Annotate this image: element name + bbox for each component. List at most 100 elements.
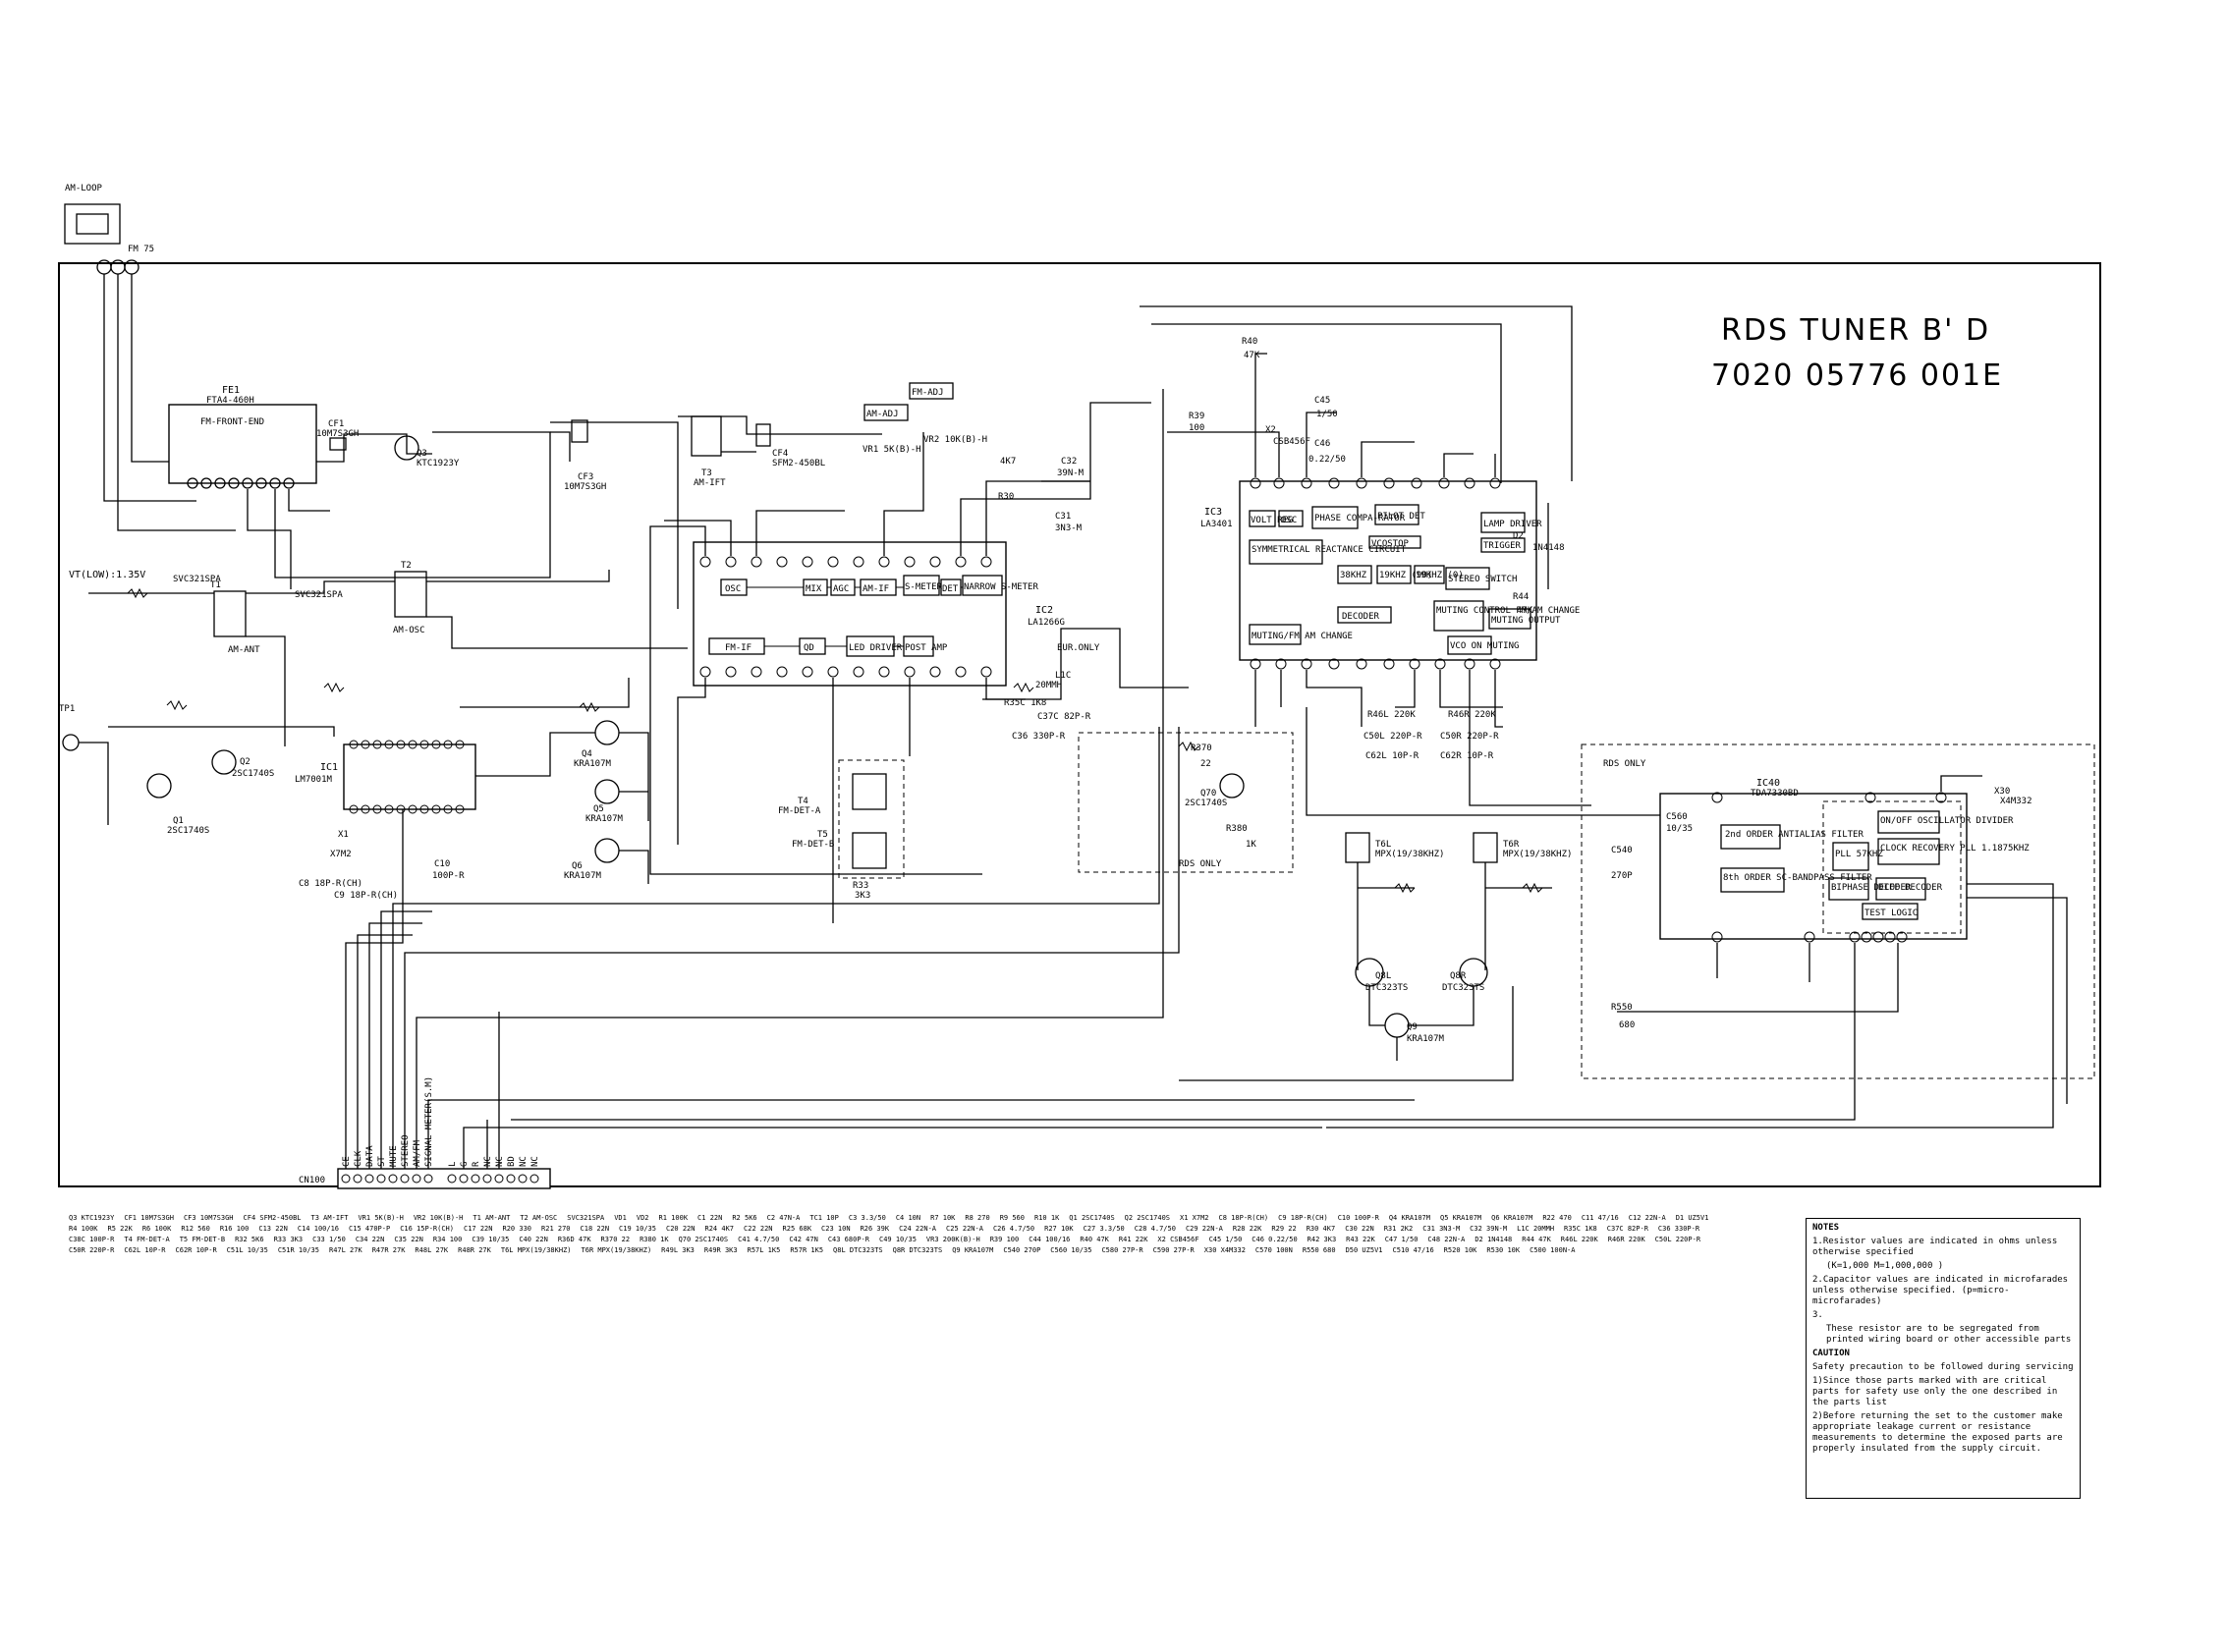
component-ref: C62L 10P-R (124, 1246, 166, 1254)
svg-text:Q70: Q70 (1200, 789, 1216, 798)
svg-text:TRIGGER: TRIGGER (1483, 541, 1522, 551)
svg-text:Q3: Q3 (417, 449, 427, 459)
fe1-name: FM-FRONT-END (200, 417, 264, 427)
rds-only-region-1 (1078, 732, 1294, 873)
component-ref: D1 UZ5V1 (1675, 1214, 1709, 1222)
svg-text:POST AMP: POST AMP (905, 643, 948, 653)
svg-text:MUTING CONTROL FM/AM CHANGE: MUTING CONTROL FM/AM CHANGE (1436, 606, 1580, 616)
svg-text:FM-DET-B: FM-DET-B (792, 840, 834, 850)
svg-text:SIGNAL METER(S.M): SIGNAL METER(S.M) (424, 1076, 434, 1167)
component-ref: R44 47K (1522, 1236, 1551, 1243)
ic1-ref: IC1 (320, 762, 338, 773)
component-ref: R43 22K (1346, 1236, 1375, 1243)
component-ref: Q8L DTC323TS (833, 1246, 883, 1254)
vt-low-label: VT(LOW):1.35V (69, 570, 145, 580)
ic2-ref: IC2 (1035, 605, 1053, 616)
component-ref: R12 560 (181, 1225, 210, 1233)
svg-text:2SC1740S: 2SC1740S (1185, 798, 1227, 808)
svg-text:CSB456F: CSB456F (1273, 437, 1310, 447)
component-ref: C50L 220P-R (1654, 1236, 1701, 1243)
component-ref: R46R 220K (1607, 1236, 1645, 1243)
component-ref: R10 1K (1034, 1214, 1060, 1222)
component-ref: Q6 KRA107M (1491, 1214, 1533, 1222)
component-ref: R4 100K (69, 1225, 98, 1233)
component-ref: C8 18P-R(CH) (1218, 1214, 1269, 1222)
svg-text:C9 18P-R(CH): C9 18P-R(CH) (334, 891, 398, 901)
ic3-part: LA3401 (1200, 520, 1233, 529)
am-adj-label: AM-ADJ (866, 410, 899, 419)
svg-text:10/35: 10/35 (1666, 824, 1693, 834)
component-ref: C31 3N3-M (1422, 1225, 1461, 1233)
component-ref: R35C 1K8 (1564, 1225, 1597, 1233)
ic2-pins (699, 556, 992, 678)
svg-text:MPX(19/38KHZ): MPX(19/38KHZ) (1503, 850, 1572, 859)
svg-text:LED DRIVER: LED DRIVER (849, 643, 903, 653)
component-ref: C12 22N-A (1628, 1214, 1666, 1222)
component-ref: R57L 1K5 (747, 1246, 781, 1254)
component-ref: VR1 5K(B)-H (358, 1214, 404, 1222)
svg-text:SFM2-450BL: SFM2-450BL (772, 459, 825, 468)
svg-text:C62L 10P-R: C62L 10P-R (1365, 751, 1419, 761)
component-ref: R25 68K (782, 1225, 812, 1233)
svg-text:C45: C45 (1314, 396, 1330, 406)
component-ref: C29 22N-A (1185, 1225, 1223, 1233)
notes-panel: NOTES 1.Resistor values are indicated in… (1806, 1218, 2081, 1499)
component-ref: R49L 3K3 (661, 1246, 695, 1254)
component-ref: SVC321SPA (567, 1214, 605, 1222)
svg-text:R370: R370 (1191, 743, 1212, 753)
fm-adj-label: FM-ADJ (912, 388, 944, 398)
component-ref: VR3 200K(B)-H (925, 1236, 980, 1243)
svg-text:OSC: OSC (1281, 516, 1297, 525)
component-ref: X30 X4M332 (1203, 1246, 1246, 1254)
svg-text:AGC: AGC (833, 584, 849, 594)
component-ref: R27 10K (1044, 1225, 1074, 1233)
svg-text:FM-DET-A: FM-DET-A (778, 806, 821, 816)
component-ref: C26 4.7/50 (992, 1225, 1035, 1233)
board-part-number: 7020 05776 001E (1711, 358, 2003, 393)
ic2-am-fm-if: IC2 LA1266G (693, 541, 1065, 687)
svg-text:X30: X30 (1994, 787, 2010, 797)
svg-text:38KHZ: 38KHZ (1340, 571, 1367, 580)
fe1-front-end: FE1 FTA4-460H FM-FRONT-END (168, 385, 317, 484)
svg-text:Q4: Q4 (582, 749, 592, 759)
component-ref: R34 100 (432, 1236, 463, 1243)
component-ref: R530 10K (1486, 1246, 1521, 1254)
ic40-ref: IC40 (1756, 778, 1780, 789)
svg-text:C50R 220P-R: C50R 220P-R (1440, 732, 1499, 742)
svg-text:10M7S3GH: 10M7S3GH (564, 482, 606, 492)
svg-text:19KHZ (90): 19KHZ (90) (1379, 571, 1432, 580)
svg-text:MUTE: MUTE (389, 1145, 399, 1167)
ic40-rds-decoder: IC40 TDA7330BD (1659, 778, 1968, 940)
component-ref: C28 4.7/50 (1134, 1225, 1176, 1233)
tp1-test-point (62, 734, 80, 751)
component-ref: C1 22N (697, 1214, 723, 1222)
svg-text:MUTING OUTPUT: MUTING OUTPUT (1491, 616, 1561, 626)
svg-text:X2: X2 (1265, 425, 1276, 435)
t1-am-ant: T1 AM-ANT (210, 580, 260, 655)
component-ref: C11 47/16 (1581, 1214, 1619, 1222)
svg-text:C46: C46 (1314, 439, 1330, 449)
component-ref: C44 100/16 (1029, 1236, 1071, 1243)
component-ref: R40 47K (1080, 1236, 1109, 1243)
component-ref: C50R 220P-R (69, 1246, 115, 1254)
ic3-ref: IC3 (1204, 507, 1222, 518)
svg-text:SYMMETRICAL REACTANCE CIRCUIT: SYMMETRICAL REACTANCE CIRCUIT (1252, 545, 1407, 555)
component-ref: L1C 20MMH (1517, 1225, 1555, 1233)
component-ref: R48L 27K (415, 1246, 449, 1254)
svg-text:3K3: 3K3 (855, 891, 870, 901)
caution-intro: Safety precaution to be followed during … (1812, 1362, 2074, 1372)
svg-text:2SC1740S: 2SC1740S (232, 769, 274, 779)
svg-text:680: 680 (1619, 1020, 1635, 1030)
svg-text:MUTING/FM AM CHANGE: MUTING/FM AM CHANGE (1252, 632, 1353, 641)
svg-text:T6L: T6L (1375, 840, 1391, 850)
svg-text:CE: CE (342, 1156, 352, 1167)
component-ref: Q5 KRA107M (1440, 1214, 1482, 1222)
component-ref: R32 5K6 (235, 1236, 264, 1243)
note-3: 3. (1812, 1310, 1823, 1320)
cn100-pin-labels: CE CLK DATA ST MUTE STEREO AM/FM SIGNAL … (342, 1076, 540, 1167)
tp1-label: TP1 (59, 704, 75, 714)
svg-text:T4: T4 (798, 797, 808, 806)
svg-text:DTC323TS: DTC323TS (1442, 983, 1484, 993)
component-ref: T6L MPX(19/38KHZ) (500, 1246, 572, 1254)
